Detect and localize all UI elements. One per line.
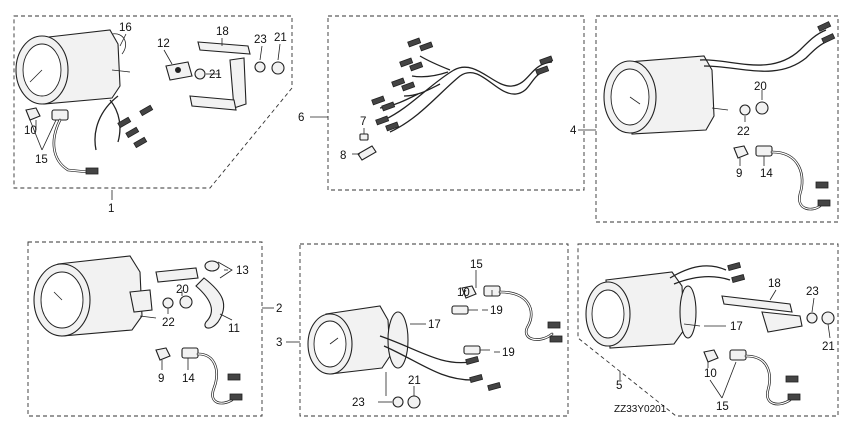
- assembly-1-boundary: [13, 15, 293, 189]
- part-label: 10: [457, 287, 470, 299]
- assembly-number: 2: [276, 303, 282, 315]
- nut-icon: [821, 311, 835, 325]
- terminal-icon: [25, 107, 69, 121]
- part-label: 23: [254, 34, 267, 46]
- gauge-icon: [307, 305, 409, 375]
- gauge-icon: [15, 29, 131, 105]
- part-label: 9: [158, 373, 164, 385]
- bracket-icon: [189, 41, 251, 111]
- part-label: 23: [806, 286, 819, 298]
- nut-icon: [755, 101, 769, 115]
- part-label: 18: [216, 26, 229, 38]
- part-label: 21: [822, 341, 835, 353]
- assembly-number: 5: [616, 380, 622, 392]
- part-label: 19: [502, 347, 515, 359]
- assembly-5-group: 18 23 17 21 10 15 5: [577, 243, 839, 417]
- part-label: 14: [182, 373, 195, 385]
- nut-icon: [194, 68, 206, 80]
- part-label: 20: [754, 81, 767, 93]
- part-label: 14: [760, 168, 773, 180]
- assembly-number: 3: [276, 337, 282, 349]
- part-label: 20: [176, 284, 189, 296]
- part-label: 15: [716, 401, 729, 413]
- bracket-icon: [721, 295, 803, 333]
- part-label: 19: [490, 305, 503, 317]
- nut-icon: [179, 295, 193, 309]
- washer-icon: [254, 61, 266, 73]
- connector-icon: [117, 104, 154, 149]
- part-label: 23: [352, 397, 365, 409]
- part-label: 17: [428, 319, 441, 331]
- gauge-icon: [585, 271, 701, 349]
- nut-icon: [271, 61, 285, 75]
- assembly-5-boundary: [577, 243, 839, 417]
- part-label: 10: [24, 125, 37, 137]
- assembly-number: 4: [570, 125, 577, 137]
- part-label: 11: [228, 323, 240, 335]
- washer-icon: [739, 104, 751, 116]
- part-label: 12: [157, 38, 170, 50]
- part-label: 8: [340, 150, 346, 162]
- part-label: 16: [119, 22, 132, 34]
- terminal-icon: [155, 347, 199, 361]
- part-label: 21: [408, 375, 421, 387]
- part-label: 21: [209, 69, 222, 81]
- assembly-4-group: 20 22 9 14 4: [570, 15, 839, 223]
- part-label: 7: [360, 116, 366, 128]
- washer-icon: [162, 297, 174, 309]
- part-label: 15: [35, 154, 48, 166]
- clamp-icon: [165, 61, 193, 81]
- part-label: 10: [704, 368, 717, 380]
- assembly-2-boundary: [27, 241, 263, 417]
- part-label: 9: [736, 168, 742, 180]
- part-label: 13: [236, 265, 249, 277]
- assembly-number: 6: [298, 112, 304, 124]
- assembly-1-group: 16 18 12 23 21 21 10 15 1: [13, 15, 293, 215]
- bolt-icon: [451, 305, 490, 355]
- part-label: 22: [162, 317, 175, 329]
- hose-icon: [155, 267, 225, 329]
- part-label: 22: [737, 126, 750, 138]
- nut-icon: [407, 395, 421, 409]
- washer-icon: [392, 396, 404, 408]
- gauge-icon: [603, 55, 729, 135]
- part-label: 21: [274, 32, 287, 44]
- assembly-2-group: 13 20 22 11 9 14 2: [27, 241, 282, 417]
- washer-icon: [806, 312, 818, 324]
- fuse-icon: [357, 133, 377, 161]
- gauge-icon: [33, 255, 157, 337]
- assembly-3-group: 15 10 17 19 19 21 23 3: [276, 243, 569, 417]
- clip-icon: [204, 260, 233, 279]
- terminal-icon: [703, 349, 747, 363]
- assembly-number: 1: [108, 203, 114, 215]
- diagram-code: ZZ33Y0201: [614, 404, 667, 415]
- assembly-6-boundary: [327, 15, 585, 191]
- part-label: 15: [470, 259, 483, 271]
- part-label: 18: [768, 278, 781, 290]
- assembly-4-boundary: [595, 15, 839, 223]
- terminal-icon: [733, 145, 773, 159]
- harness-icon: [371, 37, 554, 133]
- part-label: 17: [730, 321, 743, 333]
- assembly-6-group: 7 8 6: [298, 15, 585, 191]
- assembly-3-boundary: [299, 243, 569, 417]
